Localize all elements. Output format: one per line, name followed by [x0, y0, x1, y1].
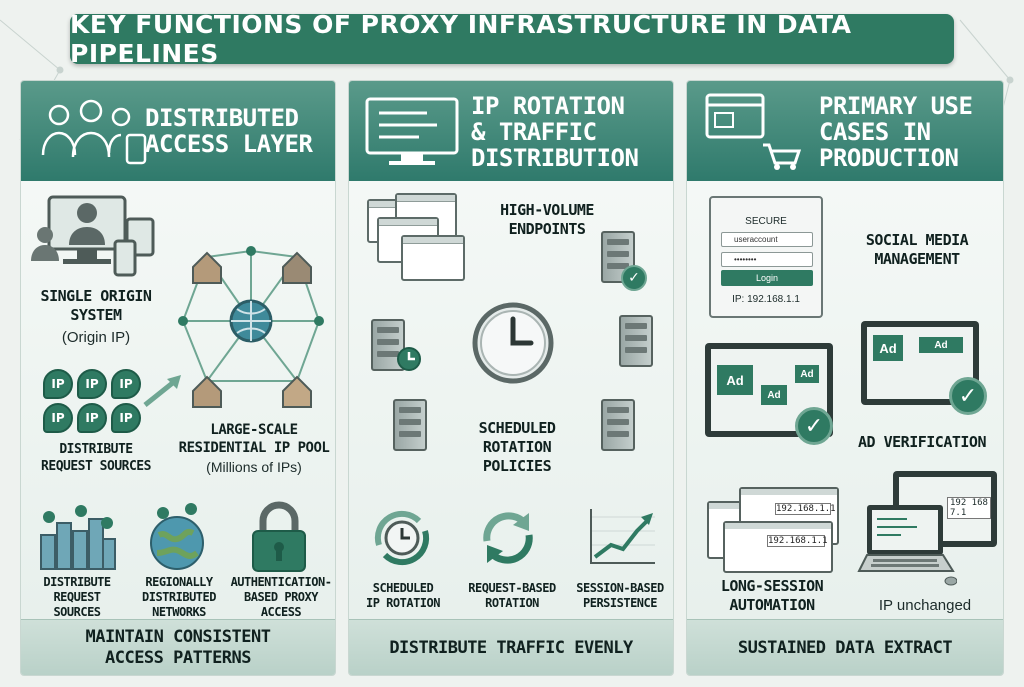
panel-heading-line: PRIMARY USE [819, 92, 973, 120]
ip-pin-icon: IP [111, 369, 141, 399]
origin-sublabel: (Origin IP) [61, 329, 131, 346]
ip-address-text: 192 168 7.1 [947, 497, 991, 519]
residential-network-icon [178, 246, 324, 408]
bottom-item-label: ROTATION [485, 596, 539, 610]
ad-block: Ad [717, 365, 753, 395]
panel-ip-rotation: IP ROTATION & TRAFFIC DISTRIBUTION HIGH-… [348, 80, 674, 676]
ip-pin-icon: IP [77, 403, 107, 433]
clock-rotation-icon [374, 510, 430, 566]
ad-monitor: Ad Ad Ad [705, 343, 833, 437]
long-session-label: LONG-SESSION [720, 577, 824, 595]
bottom-item-label: DISTRIBUTED [142, 590, 216, 604]
server-icon [371, 319, 405, 371]
city-pins-icon [40, 505, 116, 570]
origin-label: SINGLE ORIGIN [40, 287, 152, 305]
origin-label: SYSTEM [70, 306, 122, 324]
panel-heading-line: IP ROTATION [471, 92, 625, 120]
ip-pin-icon: IP [43, 403, 73, 433]
distribute-label: REQUEST SOURCES [41, 459, 151, 474]
ip-window: 192.168.1.1 [723, 521, 833, 573]
footer-line: ACCESS PATTERNS [104, 647, 252, 668]
bottom-item-label: NETWORKS [152, 605, 206, 619]
page-title: KEY FUNCTIONS OF PROXY INFRASTRUCTURE IN… [70, 10, 954, 68]
login-window: SECURE useraccount •••••••• Login IP: 19… [709, 196, 823, 318]
bottom-item-label: PERSISTENCE [583, 596, 657, 610]
panel-footer: SUSTAINED DATA EXTRACT [687, 619, 1003, 675]
clock-small-icon [397, 347, 421, 371]
social-label: MANAGEMENT [874, 250, 960, 268]
panel-heading-line: CASES IN [819, 118, 931, 146]
password-field[interactable]: •••••••• [721, 252, 813, 267]
bottom-item-label: SOURCES [53, 605, 101, 619]
laptop-icon [857, 505, 957, 586]
bottom-item-label: IP ROTATION [366, 596, 440, 610]
check-icon: ✓ [621, 265, 647, 291]
ip-pin-icon: IP [111, 403, 141, 433]
bottom-item-label: ACCESS [260, 605, 302, 619]
bottom-item-label: AUTHENTICATION- [230, 575, 332, 589]
panel-footer: DISTRIBUTE TRAFFIC EVENLY [349, 619, 673, 675]
server-icon [619, 315, 653, 367]
clock-icon [472, 302, 554, 384]
arrow-right-icon [143, 375, 181, 407]
check-icon: ✓ [795, 407, 833, 445]
ip-address-text: 192.168.1.1 [775, 503, 836, 515]
panel-heading-line: ACCESS LAYER [145, 130, 313, 158]
panel-header: IP ROTATION & TRAFFIC DISTRIBUTION [349, 81, 673, 181]
ip-pin-icon: IP [77, 369, 107, 399]
panel-use-cases: PRIMARY USE CASES IN PRODUCTION SECURE u… [686, 80, 1004, 676]
login-title: SECURE [745, 216, 787, 227]
browser-cart-icon [705, 93, 802, 170]
ip-pool-label: LARGE-SCALE [210, 422, 298, 438]
panel-header: DISTRIBUTED ACCESS LAYER [21, 81, 335, 181]
bottom-item-label: REQUEST-BASED [468, 581, 556, 595]
panel-heading-line: & TRAFFIC [471, 118, 597, 146]
ad-block: Ad [919, 337, 963, 353]
panel-header: PRIMARY USE CASES IN PRODUCTION [687, 81, 1003, 181]
ip-pool-label: RESIDENTIAL IP POOL [178, 440, 330, 456]
panel-heading-line: DISTRIBUTION [471, 144, 639, 172]
ip-unchanged-label: IP unchanged [878, 597, 972, 614]
ad-verification-label: AD VERIFICATION [858, 433, 986, 451]
globe-pins-icon [150, 503, 204, 570]
ad-block: Ad [795, 365, 819, 383]
endpoint-window-icon [401, 235, 465, 281]
ip-address-text: 192.168.1.1 [767, 535, 828, 547]
check-icon: ✓ [949, 377, 987, 415]
lock-icon [252, 501, 306, 572]
panel-distributed-access: DISTRIBUTED ACCESS LAYER SINGLE ORIGIN S… [20, 80, 336, 676]
origin-devices-icon [31, 195, 155, 277]
distribute-label: DISTRIBUTE [59, 442, 133, 457]
bottom-item-label: SESSION-BASED [576, 581, 664, 595]
ad-block: Ad [761, 385, 787, 405]
social-label: SOCIAL MEDIA [865, 231, 969, 249]
ad-block: Ad [873, 335, 903, 361]
panel-heading-line: DISTRIBUTED [145, 104, 299, 132]
long-session-label: AUTOMATION [729, 596, 815, 614]
users-group-icon [41, 99, 147, 165]
bottom-item-label: SCHEDULED [372, 581, 434, 595]
footer-line: MAINTAIN CONSISTENT [85, 626, 271, 647]
scheduled-label: POLICIES [482, 457, 552, 475]
endpoints-label: HIGH-VOLUME [500, 201, 594, 219]
monitor-list-icon [365, 97, 459, 165]
ip-pool-sublabel: (Millions of IPs) [206, 459, 302, 475]
bottom-item-label: REGIONALLY [145, 575, 213, 589]
server-icon [393, 399, 427, 451]
login-ip: IP: 192.168.1.1 [732, 294, 800, 305]
login-button[interactable]: Login [721, 270, 813, 286]
server-icon [601, 399, 635, 451]
ip-pin-icon: IP [43, 369, 73, 399]
bottom-item-label: BASED PROXY [244, 590, 318, 604]
bottom-item-label: REQUEST [53, 590, 101, 604]
bottom-item-label: DISTRIBUTE [43, 575, 111, 589]
trend-chart-icon [590, 509, 655, 564]
username-field[interactable]: useraccount [721, 232, 813, 247]
refresh-icon [483, 512, 533, 564]
scheduled-label: ROTATION [482, 438, 552, 456]
scheduled-label: SCHEDULED [478, 419, 556, 437]
endpoints-label: ENDPOINTS [508, 220, 586, 238]
panel-footer: MAINTAIN CONSISTENT ACCESS PATTERNS [21, 619, 335, 675]
panel-heading-line: PRODUCTION [819, 144, 959, 172]
